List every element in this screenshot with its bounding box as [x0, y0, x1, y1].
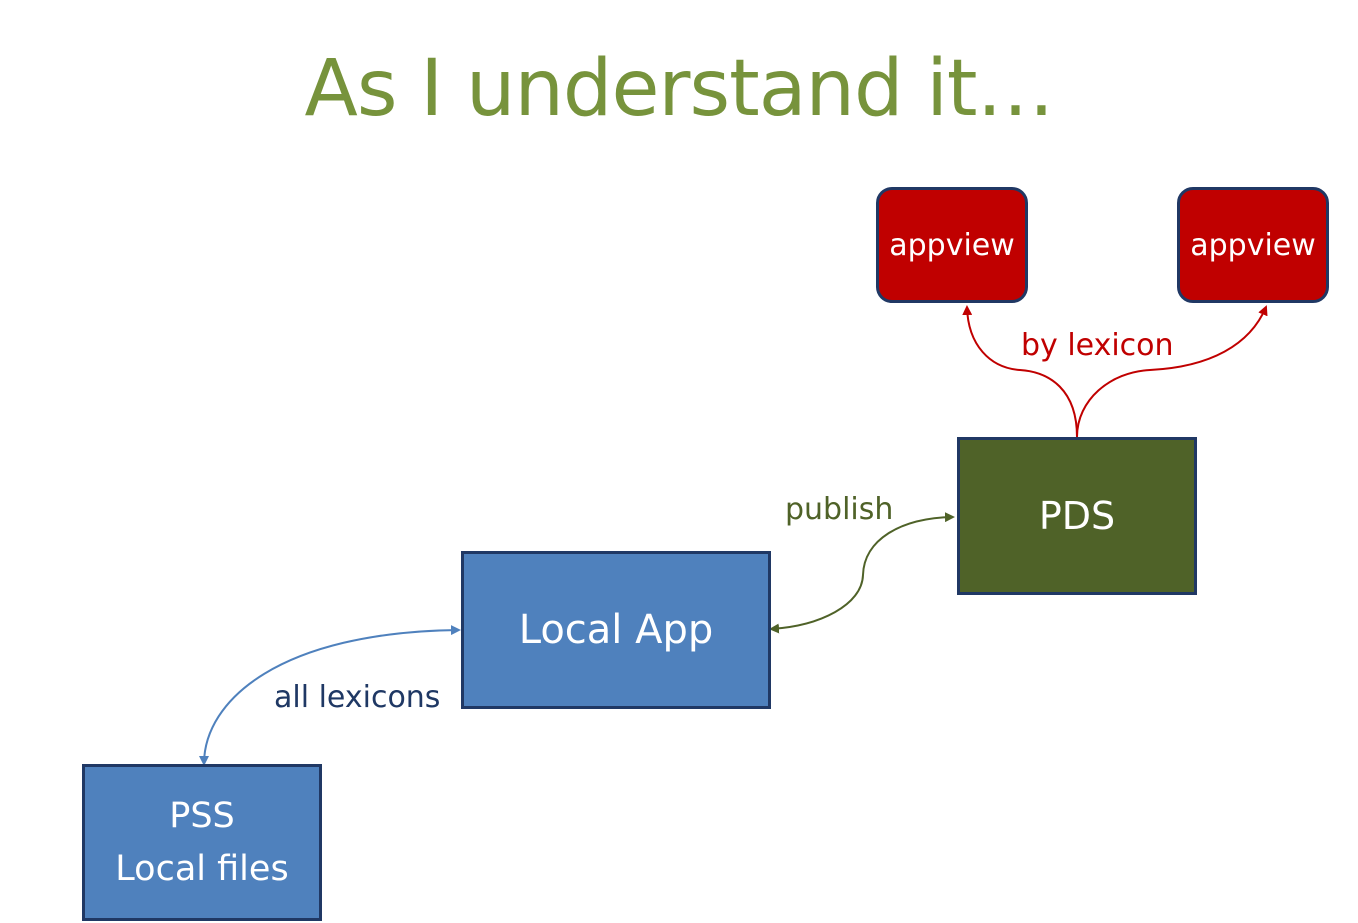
appview-node-right: appview — [1177, 187, 1329, 303]
pss-node: PSS Local files — [82, 764, 322, 921]
publish-label: publish — [785, 492, 894, 527]
all-lexicons-label: all lexicons — [274, 680, 441, 715]
edge-all-lexicons — [199, 625, 461, 766]
appview-node-left: appview — [876, 187, 1028, 303]
slide-title: As I understand it… — [304, 44, 1054, 134]
edge-pds-to-appview-left — [962, 305, 1078, 438]
edge-publish — [769, 512, 955, 634]
edge-pds-to-appview-right — [1076, 305, 1268, 438]
pds-label: PDS — [1038, 494, 1116, 538]
by-lexicon-label: by lexicon — [1021, 328, 1174, 363]
local-app-node: Local App — [461, 551, 771, 709]
pss-label: PSS — [169, 796, 235, 836]
pds-node: PDS — [957, 437, 1197, 595]
appview-right-label: appview — [1190, 227, 1316, 263]
local-app-label: Local App — [518, 607, 714, 653]
appview-left-label: appview — [889, 227, 1015, 263]
pss-sublabel: Local files — [115, 848, 289, 889]
